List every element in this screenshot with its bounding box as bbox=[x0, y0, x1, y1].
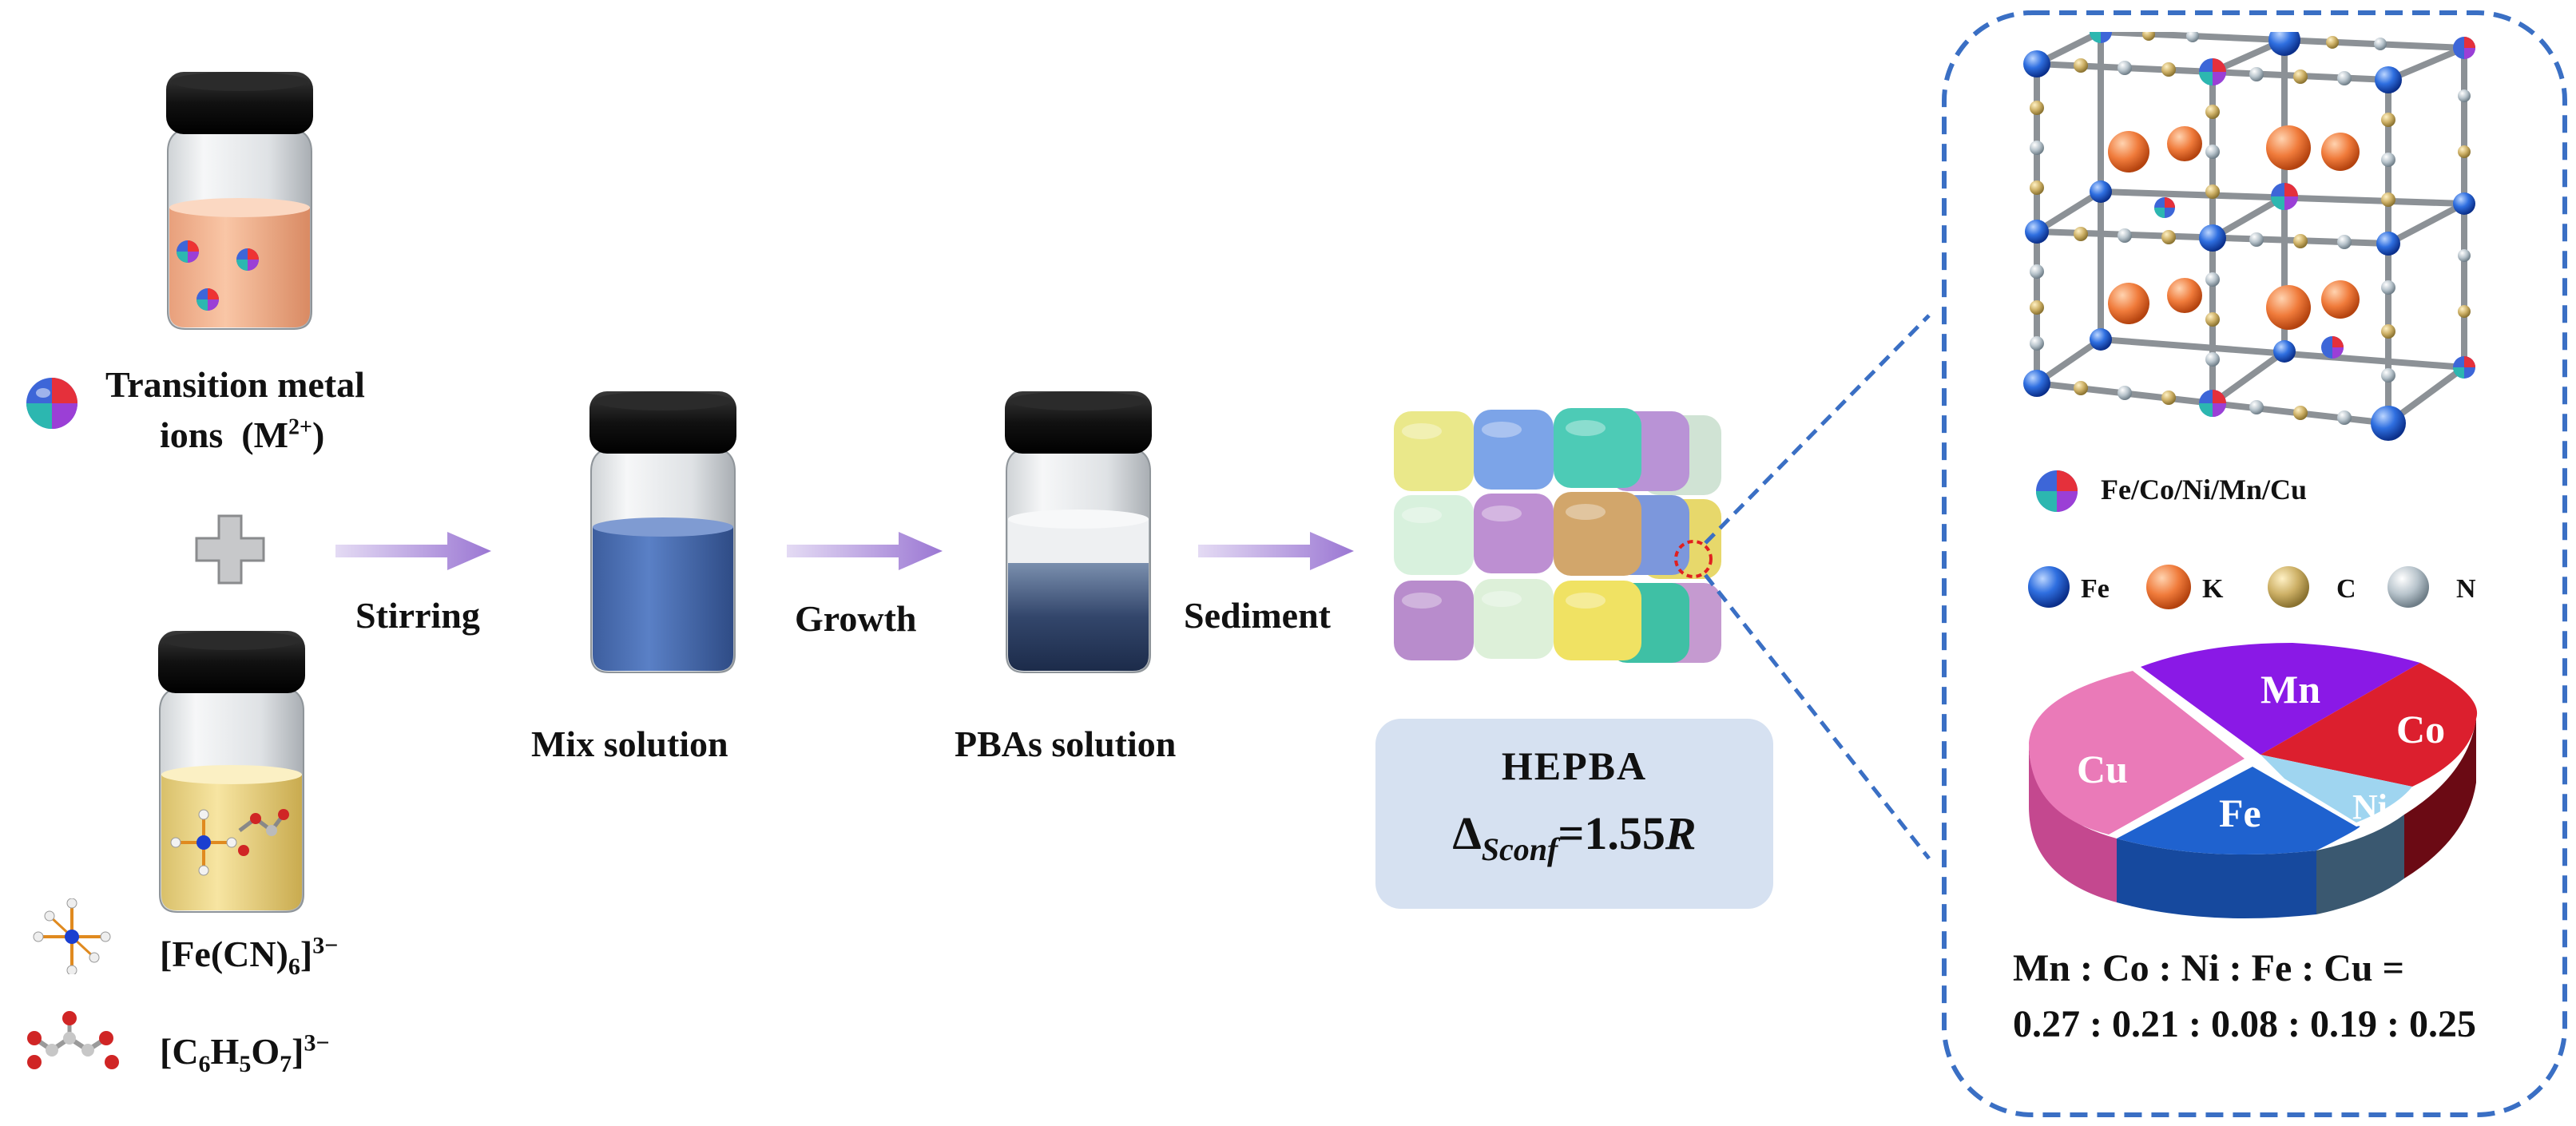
c-atom-icon bbox=[2268, 566, 2309, 608]
pie-label-fe: Fe bbox=[2219, 791, 2261, 835]
legend-k: K bbox=[2202, 574, 2224, 604]
pie-slice-co bbox=[2260, 663, 2478, 787]
pie-label-ni: Ni bbox=[2352, 787, 2387, 827]
stirring-label: Stirring bbox=[355, 595, 480, 636]
ferricyanide-icon bbox=[33, 898, 111, 974]
pbas-solution-label: PBAs solution bbox=[955, 724, 1177, 764]
hepba-info-box: HEPBA ΔSconf=1.55R bbox=[1375, 719, 1773, 909]
fe-atom-icon bbox=[2028, 566, 2070, 608]
ligand-vial bbox=[158, 631, 305, 913]
pbas-solution-vial bbox=[1005, 391, 1152, 673]
pie-slice-cu bbox=[2029, 671, 2245, 835]
growth-label: Growth bbox=[795, 598, 917, 639]
legend-n: N bbox=[2456, 574, 2476, 604]
mixed-metal-label: Fe/Co/Ni/Mn/Cu bbox=[2101, 474, 2307, 506]
ferricyanide-label: [Fe(CN)6]3− bbox=[160, 932, 339, 981]
transition-metal-ion-icon bbox=[26, 378, 77, 429]
pie-slice-mn bbox=[2141, 643, 2420, 755]
mix-solution-label: Mix solution bbox=[531, 724, 728, 764]
legend-c: C bbox=[2336, 574, 2356, 604]
metal-ions-label: Transition metal bbox=[105, 364, 365, 405]
k-atom-icon bbox=[2146, 565, 2191, 609]
ratio-line-1: Mn : Co : Ni : Fe : Cu = bbox=[2013, 947, 2404, 989]
pie-slice-fe bbox=[2117, 767, 2360, 854]
mixed-metal-icon bbox=[2036, 470, 2078, 512]
pie-slice-ni bbox=[2260, 755, 2412, 823]
sediment-arrow-icon bbox=[1198, 532, 1354, 570]
metal-ions-label-2: ions (M2+) bbox=[160, 414, 325, 455]
pie-label-mn: Mn bbox=[2260, 667, 2320, 712]
legend-fe: Fe bbox=[2081, 574, 2110, 604]
growth-arrow-icon bbox=[787, 532, 943, 570]
zoom-panel bbox=[1942, 10, 2567, 1117]
crystal-lattice bbox=[2023, 32, 2475, 441]
sediment-label: Sediment bbox=[1184, 595, 1331, 636]
hepba-title: HEPBA bbox=[1501, 743, 1648, 788]
pie-label-co: Co bbox=[2396, 707, 2445, 751]
n-atom-icon bbox=[2387, 566, 2429, 608]
mix-solution-vial bbox=[589, 391, 736, 673]
hepba-cube-cluster bbox=[1394, 408, 1721, 663]
pie-label-cu: Cu bbox=[2077, 747, 2128, 791]
composition-pie-chart: Mn Co Ni Fe Cu bbox=[2029, 643, 2478, 918]
hepba-entropy-equation: ΔSconf=1.55R bbox=[1452, 807, 1697, 867]
plus-icon bbox=[195, 514, 265, 585]
molecule-icon bbox=[170, 809, 289, 876]
ratio-line-2: 0.27 : 0.21 : 0.08 : 0.19 : 0.25 bbox=[2013, 1003, 2476, 1045]
stirring-arrow-icon bbox=[335, 532, 491, 570]
metal-ion-vial bbox=[166, 72, 313, 330]
citrate-icon bbox=[27, 1011, 119, 1069]
atom-legend: Fe K C N bbox=[2028, 565, 2476, 609]
ion-sphere-icon bbox=[177, 240, 259, 311]
citrate-label: [C6H5O7]3− bbox=[160, 1029, 330, 1078]
